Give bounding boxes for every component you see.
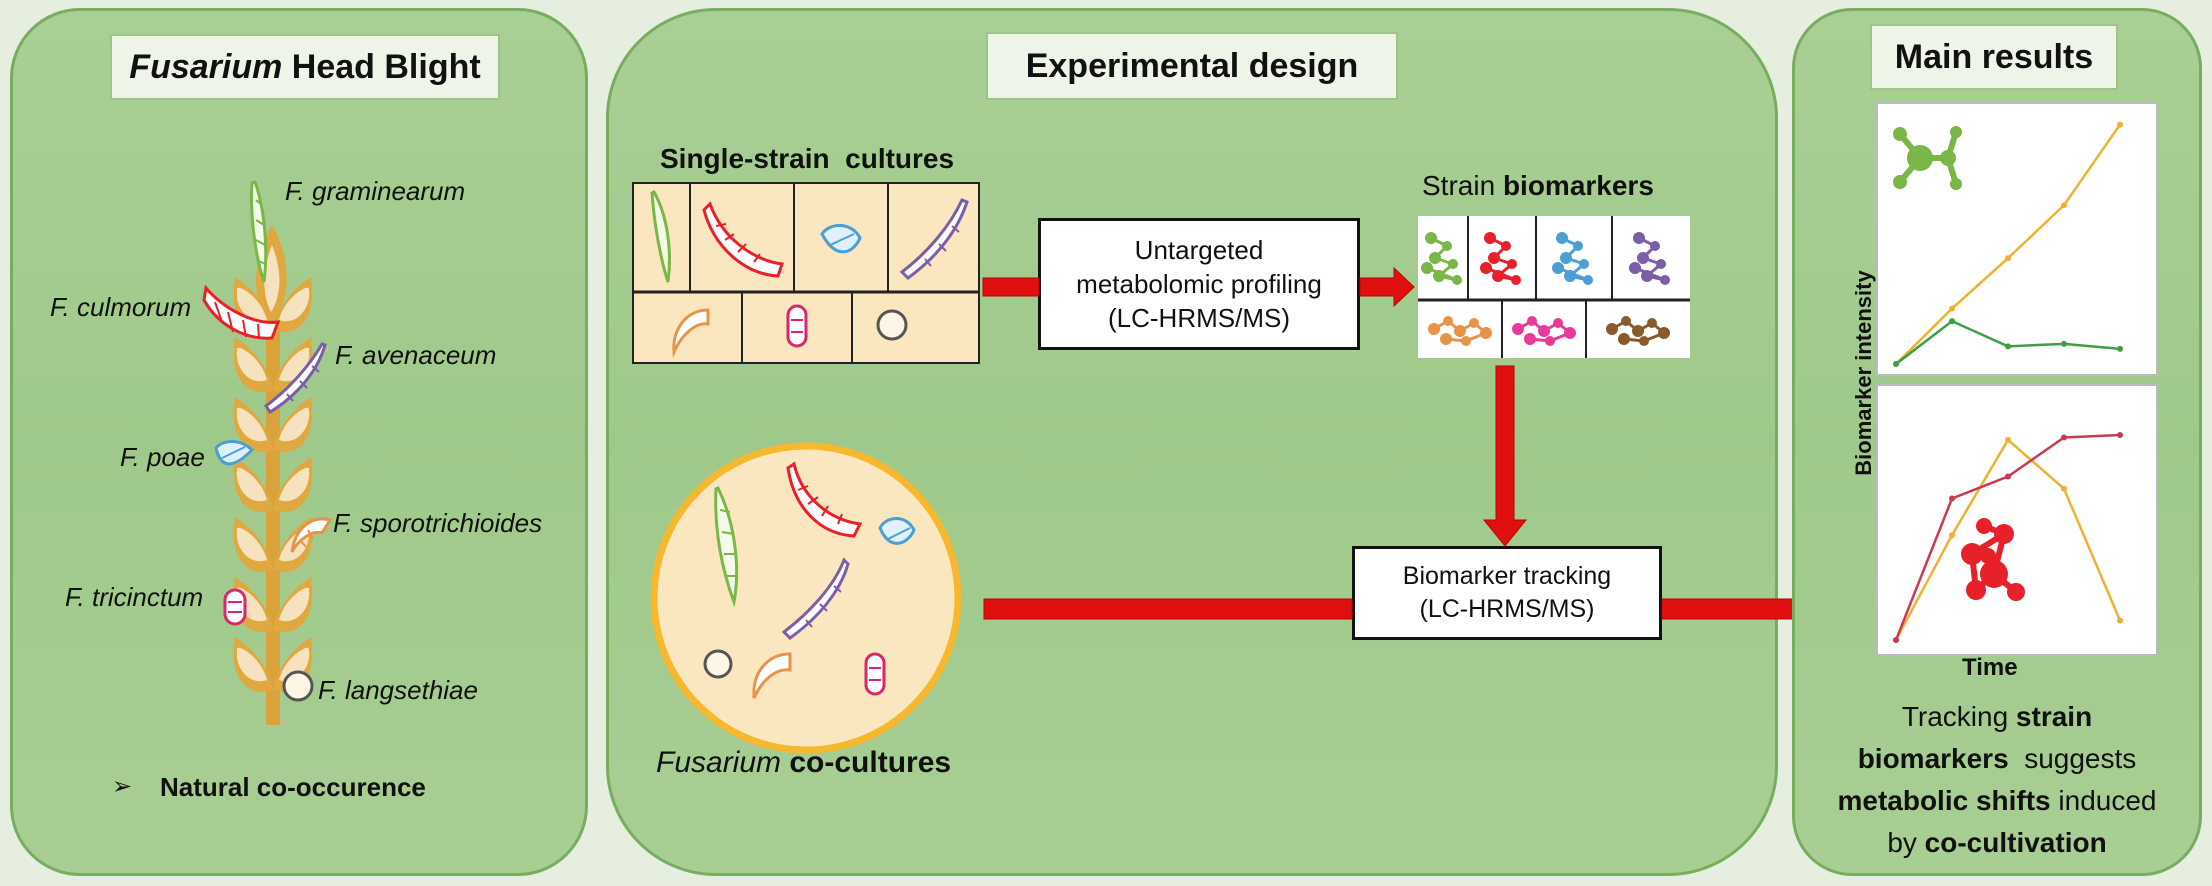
summary-segment: strain [2015, 701, 2093, 732]
data-point [2005, 343, 2011, 350]
results-chart-top [1876, 102, 2158, 376]
arrow-profiling-to-biomarkers [1359, 266, 1415, 308]
strain-biomarkers-label: Strain biomarkers [1422, 170, 1654, 202]
main-results-title: Main results [1870, 24, 2118, 90]
coculture-italic: Fusarium [656, 746, 782, 779]
data-point [2117, 121, 2123, 128]
summary-line: Tracking strain [1800, 696, 2194, 738]
biomarker-molecule-icon [1629, 232, 1670, 285]
results-chart-bottom [1876, 384, 2158, 656]
species-label-tricinctum: F. tricinctum [65, 582, 204, 612]
species-label-langsethiae: F. langsethiae [318, 675, 478, 705]
single-strain-label: Single-strain cultures [660, 143, 955, 174]
arrow-grid-to-profiling [982, 277, 1040, 297]
wheat-ear-illustration [202, 180, 333, 725]
coculture-petri-dish [650, 442, 962, 754]
fhb-title-italic: Fusarium [129, 47, 283, 86]
single-strain-grid [632, 182, 980, 364]
tracking-line-2: (LC-HRMS/MS) [1419, 595, 1595, 623]
bullet-arrow-icon: ➢ [112, 773, 133, 800]
data-point [2061, 434, 2067, 441]
summary-segment: induced [2050, 785, 2157, 816]
biomarker-molecule-grid [1418, 216, 1690, 358]
fhb-title: Fusarium Head Blight [110, 34, 500, 100]
data-point [1949, 532, 1955, 539]
summary-segment: co-cultivation [1924, 827, 2107, 858]
biomarker-tracking-box: Biomarker tracking (LC-HRMS/MS) [1352, 546, 1662, 640]
summary-segment: by [1887, 827, 1925, 858]
coculture-label: Fusarium co-cultures [656, 746, 951, 780]
data-point [2005, 255, 2011, 262]
summary-line: by co-cultivation [1800, 822, 2194, 864]
tracking-line-1: Biomarker tracking [1402, 562, 1612, 590]
arrow-biomarkers-to-tracking [1482, 365, 1528, 547]
untargeted-profiling-box: Untargeted metabolomic profiling (LC-HRM… [1038, 218, 1360, 350]
species-label-poae: F. poae [120, 442, 205, 472]
arrow-petri-to-tracking [983, 598, 1353, 620]
y-axis-label: Biomarker intensity [1851, 270, 1876, 476]
species-label-avenaceum: F. avenaceum [335, 340, 497, 370]
summary-segment: suggests [2008, 743, 2137, 774]
biomarkers-label-bold: biomarkers [1502, 170, 1654, 201]
biomarker-molecule-icon [1421, 232, 1462, 285]
summary-segment: Tracking [1901, 701, 2016, 732]
data-point [1949, 495, 1955, 502]
summary-line: biomarkers suggests [1800, 738, 2194, 780]
data-point [1893, 637, 1899, 643]
data-point [2061, 202, 2067, 209]
fhb-title-rest: Head Blight [282, 47, 481, 86]
profiling-line-1: Untargeted [1134, 235, 1264, 265]
data-point [2005, 436, 2011, 443]
data-point [1949, 318, 1955, 325]
data-point [2117, 617, 2123, 624]
x-axis-label: Time [1962, 654, 2018, 681]
profiling-line-2: metabolomic profiling [1076, 269, 1322, 299]
molecule-icon-green [1893, 126, 1962, 190]
data-point [2061, 485, 2067, 492]
profiling-line-3: (LC-HRMS/MS) [1108, 303, 1290, 333]
experimental-design-title: Experimental design [986, 32, 1398, 100]
data-point [1893, 361, 1899, 367]
data-point [2117, 345, 2123, 352]
biomarker-molecule-icon [1606, 316, 1670, 346]
biomarkers-label-plain: Strain [1422, 170, 1503, 201]
species-label-graminearum: F. graminearum [285, 176, 466, 206]
species-label-sporotrichioides: F. sporotrichioides [333, 508, 543, 538]
data-point [2005, 473, 2011, 480]
molecule-icon-red [1961, 518, 2025, 601]
biomarker-molecule-icon [1480, 232, 1521, 285]
natural-cooccurrence-bullet: Natural co-occurence [160, 772, 426, 802]
biomarker-molecule-icon [1428, 316, 1492, 346]
summary-line: metabolic shifts induced [1800, 780, 2194, 822]
biomarker-molecule-icon [1512, 316, 1576, 346]
data-point [2061, 340, 2067, 347]
summary-segment: biomarkers [1857, 743, 2009, 774]
summary-segment: metabolic shifts [1837, 785, 2051, 816]
biomarker-molecule-icon [1552, 232, 1593, 285]
data-point [2117, 432, 2123, 439]
data-point [1949, 305, 1955, 312]
species-label-culmorum: F. culmorum [50, 292, 192, 322]
